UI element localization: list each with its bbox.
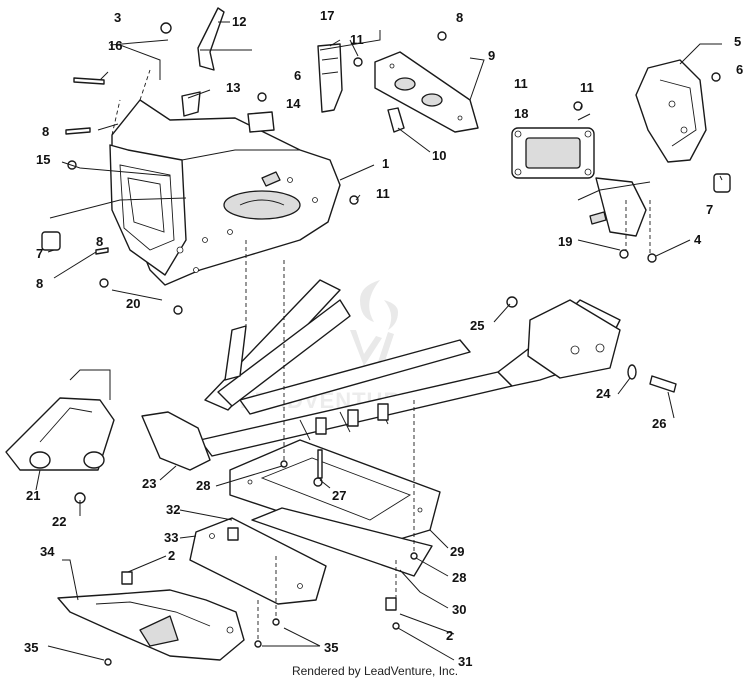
alignment-lines bbox=[245, 200, 651, 642]
frame-nose-23 bbox=[141, 411, 211, 471]
callout-6b: 6 bbox=[736, 62, 743, 77]
callout-32: 32 bbox=[166, 502, 180, 517]
callout-16: 16 bbox=[108, 38, 122, 53]
callout-27: 27 bbox=[332, 488, 346, 503]
bolt-8-left bbox=[65, 127, 91, 135]
callout-17: 17 bbox=[320, 8, 334, 23]
bolt-27 bbox=[317, 449, 323, 479]
bolt-8-lower bbox=[95, 247, 109, 255]
footer-credit: Rendered by LeadVenture, Inc. bbox=[291, 664, 459, 678]
bracket-12 bbox=[197, 7, 225, 71]
callout-13: 13 bbox=[226, 80, 240, 95]
callout-2a: 2 bbox=[168, 548, 175, 563]
control-module-18 bbox=[511, 127, 595, 179]
callout-4: 4 bbox=[694, 232, 702, 247]
callout-34: 34 bbox=[40, 544, 55, 559]
callout-20: 20 bbox=[126, 296, 140, 311]
callout-21: 21 bbox=[26, 488, 40, 503]
fastener-28-left bbox=[280, 460, 288, 468]
small-bracket-19 bbox=[589, 177, 647, 237]
callout-8a: 8 bbox=[456, 10, 463, 25]
callout-35b: 35 bbox=[324, 640, 338, 655]
front-nose-panel bbox=[109, 69, 341, 286]
bolt-6-right bbox=[711, 72, 721, 82]
fastener-28-right bbox=[410, 552, 418, 560]
callout-29: 29 bbox=[450, 544, 464, 559]
callout-3: 3 bbox=[114, 10, 121, 25]
callout-12: 12 bbox=[232, 14, 246, 29]
bracket-17 bbox=[317, 43, 343, 113]
callout-14: 14 bbox=[286, 96, 301, 111]
callout-18: 18 bbox=[514, 106, 528, 121]
bracket-14 bbox=[247, 111, 275, 133]
callout-8c: 8 bbox=[36, 276, 43, 291]
callout-9: 9 bbox=[488, 48, 495, 63]
nut-11-right bbox=[573, 101, 583, 111]
callout-24: 24 bbox=[596, 386, 611, 401]
bolt-4 bbox=[647, 253, 657, 263]
fastener-35-a bbox=[254, 640, 262, 648]
callout-1: 1 bbox=[382, 156, 389, 171]
callout-labels: 1 2 2 2 3 4 5 6 6 7 7 8 8 8 8 9 10 11 11… bbox=[24, 8, 743, 669]
callout-11c: 11 bbox=[376, 186, 390, 201]
upper-brackets bbox=[181, 7, 343, 133]
callout-10: 10 bbox=[432, 148, 446, 163]
callout-8d: 8 bbox=[96, 234, 103, 249]
fasteners bbox=[65, 22, 721, 666]
callout-11b: 11 bbox=[514, 76, 528, 91]
bracket-13 bbox=[181, 91, 201, 117]
callout-25: 25 bbox=[470, 318, 484, 333]
callout-28b: 28 bbox=[452, 570, 466, 585]
bolt-26 bbox=[649, 375, 677, 393]
callout-7b: 7 bbox=[706, 202, 713, 217]
lower-shroud-34 bbox=[57, 589, 245, 661]
bolt-8-top bbox=[437, 31, 447, 41]
callout-2b: 2 bbox=[446, 628, 453, 643]
nut-11-mid bbox=[349, 195, 359, 205]
main-frame bbox=[199, 279, 621, 457]
callout-6a: 6 bbox=[294, 68, 301, 83]
callout-19: 19 bbox=[558, 234, 572, 249]
callout-26: 26 bbox=[652, 416, 666, 431]
bolt-31 bbox=[392, 622, 400, 630]
bolt-16 bbox=[73, 77, 105, 85]
clip-32 bbox=[227, 527, 239, 541]
fastener-3 bbox=[160, 22, 172, 34]
bracket-5-assembly bbox=[635, 59, 731, 193]
nut-11-top bbox=[353, 57, 363, 67]
grommet-7-left bbox=[41, 231, 61, 251]
washer-24 bbox=[627, 364, 637, 380]
skid-plate-33 bbox=[189, 517, 327, 605]
callout-23: 23 bbox=[142, 476, 156, 491]
clip-2-right bbox=[385, 597, 397, 611]
bumper-bracket-21 bbox=[5, 397, 115, 471]
callout-33: 33 bbox=[164, 530, 178, 545]
callout-35a: 35 bbox=[24, 640, 38, 655]
callout-31: 31 bbox=[458, 654, 472, 669]
leader-lines bbox=[35, 21, 723, 661]
bolt-6-left bbox=[257, 92, 267, 102]
callout-28a: 28 bbox=[196, 478, 210, 493]
callout-30: 30 bbox=[452, 602, 466, 617]
callout-15: 15 bbox=[36, 152, 50, 167]
callout-22: 22 bbox=[52, 514, 66, 529]
callout-8b: 8 bbox=[42, 124, 49, 139]
callout-11d: 11 bbox=[580, 80, 594, 95]
direction-arrow-icon bbox=[261, 171, 281, 187]
callout-7a: 7 bbox=[36, 246, 43, 261]
grommet-7-right bbox=[713, 173, 731, 193]
fastener-35-left bbox=[104, 658, 112, 666]
skid-plate-30 bbox=[251, 507, 433, 577]
bolt-20-b bbox=[173, 305, 183, 315]
callout-11a: 11 bbox=[350, 32, 364, 47]
bolt-20 bbox=[99, 278, 109, 288]
clip-2-left bbox=[121, 571, 133, 585]
bolt-19 bbox=[619, 249, 629, 259]
plate-9-assembly bbox=[374, 51, 479, 133]
direction-arrow-icon-2 bbox=[589, 211, 607, 225]
callout-5: 5 bbox=[734, 34, 741, 49]
